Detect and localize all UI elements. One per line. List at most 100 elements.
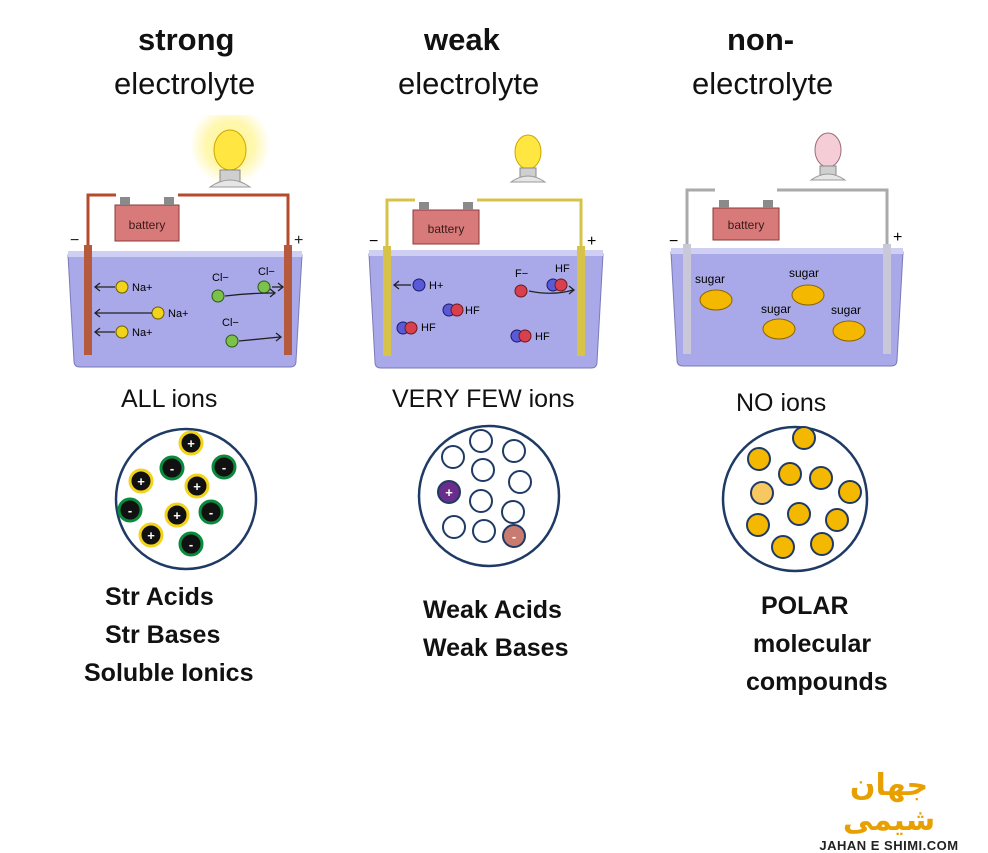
battery-icon xyxy=(712,207,780,241)
plus-ion: + xyxy=(178,430,204,456)
particle-label: HF xyxy=(421,322,436,334)
f-ion xyxy=(514,284,528,298)
beaker-solution xyxy=(368,253,604,369)
h-ion xyxy=(412,278,426,292)
electrode-right xyxy=(284,245,292,355)
cl-ion xyxy=(257,280,271,294)
plus-ion: + xyxy=(128,468,154,494)
particle-label: HF xyxy=(555,263,570,275)
battery-label: battery xyxy=(728,218,765,232)
particle-label: sugar xyxy=(789,266,819,280)
svg-text:-: - xyxy=(128,503,132,518)
example-item: molecular xyxy=(753,630,872,658)
plus-terminal: + xyxy=(587,233,596,250)
particle-label: Na+ xyxy=(168,308,189,320)
svg-text:-: - xyxy=(512,529,516,544)
plus-ion: + xyxy=(138,522,164,548)
minus-ion: - xyxy=(117,497,143,523)
plus-terminal: + xyxy=(294,232,303,249)
minus-ion: - xyxy=(211,454,237,480)
battery-label: battery xyxy=(129,218,166,232)
particle-label: sugar xyxy=(831,303,861,317)
na-ion xyxy=(115,325,129,339)
electrode-right xyxy=(577,246,585,356)
particle-label: sugar xyxy=(695,272,725,286)
bulb-icon xyxy=(213,129,247,171)
non-electrolyte-apparatus: battery − + sugar sugar sugar sugar xyxy=(669,132,904,367)
example-item: Weak Acids xyxy=(423,596,562,624)
col3-title-line1: non- xyxy=(727,22,795,57)
example-item: Str Bases xyxy=(105,621,221,649)
logo-latin: JAHAN E SHIMI.COM xyxy=(819,838,959,853)
ion-arrows xyxy=(392,280,576,295)
weak-electrolyte-apparatus: battery − + H+ HF F− HF HF HF xyxy=(368,134,604,369)
col1-examples: Str Acids Str Bases Soluble Ionics xyxy=(84,578,253,692)
strong-ion-circle: + - - + + - + - + - xyxy=(114,427,258,571)
plus-ion: + xyxy=(164,502,190,528)
minus-terminal: − xyxy=(70,232,79,249)
cl-ion xyxy=(211,289,225,303)
particle-label: F− xyxy=(515,268,528,280)
sugar-molecule xyxy=(699,289,733,311)
col2-ion-count: VERY FEW ions xyxy=(392,385,575,413)
particle-label: Na+ xyxy=(132,327,153,339)
hf-molecule xyxy=(546,278,568,292)
minus-ion: - xyxy=(198,499,224,525)
na-ion xyxy=(115,280,129,294)
minus-terminal: − xyxy=(369,233,378,250)
svg-text:+: + xyxy=(173,508,181,523)
battery-label: battery xyxy=(428,222,465,236)
electrode-right xyxy=(883,244,891,354)
example-item: compounds xyxy=(746,668,888,696)
svg-text:-: - xyxy=(222,460,226,475)
neutral-molecules xyxy=(441,429,532,543)
minus-terminal: − xyxy=(669,233,678,250)
plus-terminal: + xyxy=(893,229,902,246)
electrode-left xyxy=(683,244,691,354)
logo-persian: جهان شیمی xyxy=(842,768,936,838)
col2-title-line1: weak xyxy=(424,22,500,57)
non-electrolyte-circle xyxy=(721,425,869,573)
ion-arrows xyxy=(93,282,285,342)
battery-icon xyxy=(114,204,180,242)
example-item: Soluble Ionics xyxy=(84,659,254,687)
col2-examples: Weak Acids Weak Bases xyxy=(423,591,568,667)
particle-label: HF xyxy=(535,331,550,343)
plus-ion: + xyxy=(184,473,210,499)
weak-ion-circle: + - xyxy=(417,424,561,568)
hf-molecule xyxy=(396,321,418,335)
minus-ion: - xyxy=(178,531,204,557)
example-item: Weak Bases xyxy=(423,634,569,662)
particle-label: Cl− xyxy=(222,317,239,329)
sugar-molecule xyxy=(791,284,825,306)
cl-ion xyxy=(225,334,239,348)
bulb-icon xyxy=(814,132,842,168)
sugar-molecule xyxy=(832,320,866,342)
svg-text:+: + xyxy=(187,436,195,451)
col1-title-line1: strong xyxy=(138,22,235,57)
col3-examples: POLAR molecular compounds xyxy=(746,587,916,701)
electrode-left xyxy=(84,245,92,355)
example-item: POLAR xyxy=(761,592,849,620)
battery-icon xyxy=(412,209,480,245)
hf-molecule xyxy=(442,303,464,317)
electrode-left xyxy=(383,246,391,356)
na-ion xyxy=(151,306,165,320)
svg-text:-: - xyxy=(189,537,193,552)
sugar-molecule xyxy=(762,318,796,340)
svg-text:+: + xyxy=(193,479,201,494)
example-item: Str Acids xyxy=(105,583,214,611)
particle-label: Cl− xyxy=(258,266,275,278)
particle-label: sugar xyxy=(761,302,791,316)
col3-title-line2: electrolyte xyxy=(692,66,834,101)
sugar-molecules xyxy=(746,426,862,559)
col2-title-line2: electrolyte xyxy=(398,66,540,101)
svg-text:+: + xyxy=(137,474,145,489)
svg-text:-: - xyxy=(170,461,174,476)
minus-ion: - xyxy=(502,524,526,548)
particle-label: Na+ xyxy=(132,282,153,294)
svg-text:-: - xyxy=(209,505,213,520)
particle-label: HF xyxy=(465,305,480,317)
site-logo: جهان شیمی JAHAN E SHIMI.COM xyxy=(808,768,970,853)
minus-ion: - xyxy=(159,455,185,481)
